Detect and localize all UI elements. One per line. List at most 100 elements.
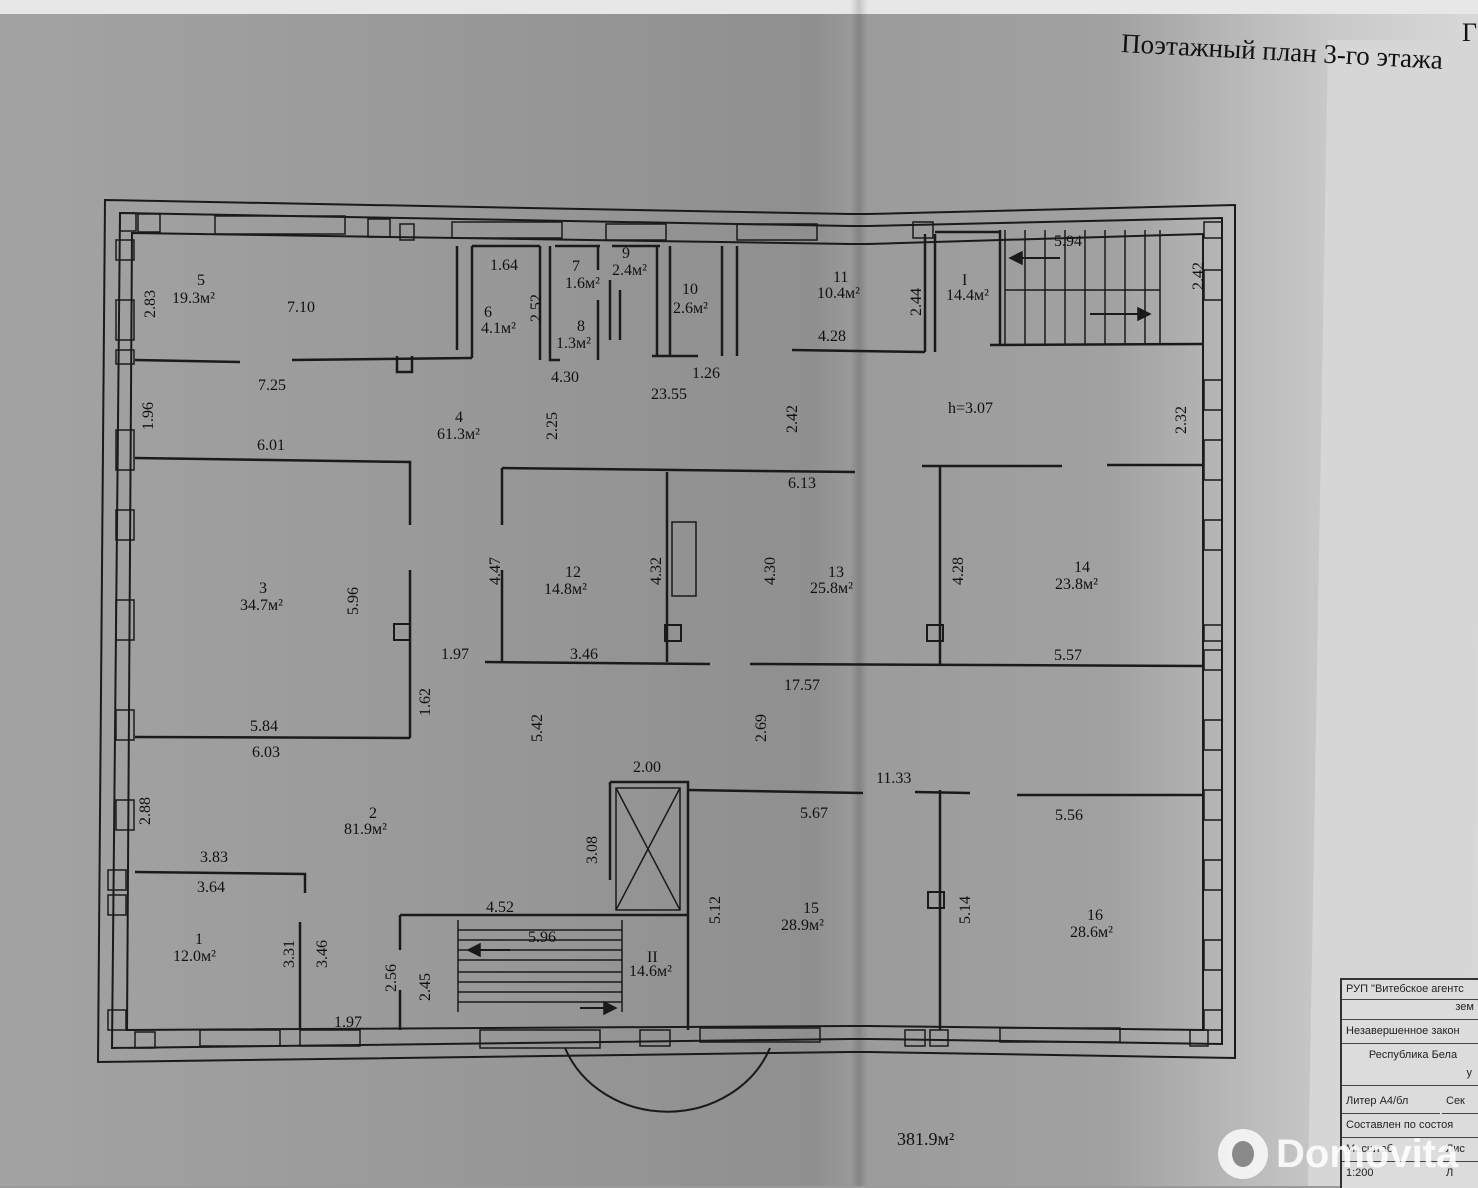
room-num: 3 (259, 580, 267, 597)
watermark: Domovita (1218, 1126, 1458, 1182)
dimension: 5.96 (345, 587, 362, 615)
dimension: 3.83 (200, 849, 228, 866)
dimension: 2.32 (1173, 406, 1190, 434)
stairs-lower (457, 920, 623, 1016)
dimension-labels-vertical: 2.83 2.52 2.44 2.42 1.96 2.25 2.42 2.32 … (137, 262, 1207, 1001)
dimension: 1.96 (140, 402, 157, 430)
dimension: 7.25 (258, 377, 286, 394)
stamp-org2: зем (1342, 998, 1478, 1020)
room-area: 25.8м² (810, 580, 853, 597)
room-area: 1.3м² (556, 335, 591, 352)
dimension: 4.28 (950, 557, 967, 585)
dimension: 1.26 (692, 365, 720, 382)
room-area: 19.3м² (172, 290, 215, 307)
room-area: 14.4м² (946, 287, 989, 304)
stamp-org: РУП "Витебское агентс (1342, 980, 1478, 1000)
dimension: 4.52 (486, 899, 514, 916)
room-area: 61.3м² (437, 426, 480, 443)
interior-walls (134, 230, 1204, 1030)
room-area: 1.6м² (565, 275, 600, 292)
dimension: 1.97 (441, 646, 469, 663)
room-area: 14.8м² (544, 581, 587, 598)
room-num: 1 (195, 931, 203, 948)
stamp-line1: Незавершенное закон (1342, 1022, 1478, 1044)
room-num: 16 (1087, 907, 1103, 924)
stamp-scale-value: 1:200 (1346, 1167, 1374, 1179)
room-area: 34.7м² (240, 597, 283, 614)
dimension: 3.46 (570, 646, 598, 663)
dimension: 3.46 (314, 940, 331, 968)
elevator-shaft (615, 521, 697, 911)
room-labels: 5 19.3м² 6 4.1м² 7 1.6м² 8 1.3м² 9 2.4м²… (172, 245, 1113, 980)
room-num: II (647, 949, 658, 966)
room-area: 2.4м² (612, 262, 647, 279)
room-num: 8 (577, 318, 585, 335)
room-area: 2.6м² (673, 300, 708, 317)
room-num: I (962, 272, 967, 289)
dimension: 2.56 (383, 964, 400, 992)
top-strip (0, 0, 1478, 14)
dimension: 1.64 (490, 257, 518, 274)
room-num: 15 (803, 900, 819, 917)
columns (393, 623, 945, 909)
stamp-sheet: Лис (1442, 1140, 1478, 1162)
dimension: 5.56 (1055, 807, 1083, 824)
dimension: 5.94 (1054, 233, 1082, 250)
title-block: РУП "Витебское агентс зем Незавершенное … (1340, 978, 1478, 1188)
dimension: 2.69 (753, 714, 770, 742)
dimension: 23.55 (651, 386, 687, 403)
domovita-logo-icon (1218, 1129, 1268, 1179)
stamp-line3: у (1342, 1064, 1478, 1086)
room-num: 6 (484, 304, 492, 321)
room-num: 13 (828, 564, 844, 581)
room-num: 4 (455, 409, 463, 426)
dimension: 1.97 (334, 1014, 362, 1031)
dimension: 5.12 (707, 896, 724, 924)
watermark-text: Domovita (1276, 1131, 1459, 1176)
dimension: 17.57 (784, 677, 820, 694)
dimension: 5.14 (957, 896, 974, 924)
room-num: 12 (565, 564, 581, 581)
room-area: 12.0м² (173, 948, 216, 965)
dimension: 4.30 (762, 557, 779, 585)
room-area: 23.8м² (1055, 576, 1098, 593)
dimension: 5.67 (800, 805, 828, 822)
dimension: 3.31 (281, 940, 298, 968)
room-area: 4.1м² (481, 320, 516, 337)
dimension: 4.47 (487, 557, 504, 585)
dimension: 6.03 (252, 744, 280, 761)
window-blocks (107, 212, 1223, 1049)
dimension: 1.62 (417, 688, 434, 716)
dimension-labels: 7.10 1.64 1.26 4.30 23.55 4.28 5.94 7.25… (197, 233, 1083, 1031)
room-area: 14.6м² (629, 963, 672, 980)
total-area: 381.9м² (897, 1129, 955, 1149)
page-letter: Г (1462, 18, 1478, 47)
dimension: 11.33 (876, 770, 911, 787)
room-num: 9 (622, 245, 630, 262)
dimension: 2.42 (1190, 262, 1207, 290)
dimension: 6.01 (257, 437, 285, 454)
dimension: 2.25 (544, 412, 561, 440)
dimension: 2.52 (528, 294, 545, 322)
stamp-line2: Республика Бела (1368, 1049, 1458, 1061)
dimension: 2.45 (417, 973, 434, 1001)
room-num: 14 (1074, 559, 1090, 576)
dimension: 3.64 (197, 879, 225, 896)
dimension: 2.42 (784, 405, 801, 433)
ceiling-height: h=3.07 (948, 400, 993, 417)
stamp-compiled: Составлен по состоя (1342, 1116, 1478, 1138)
room-area: 28.9м² (781, 917, 824, 934)
room-area: 10.4м² (817, 285, 860, 302)
stamp-liter2: Сек (1442, 1092, 1478, 1114)
dimension: 6.13 (788, 475, 816, 492)
room-num: 10 (682, 281, 698, 298)
dimension: 4.32 (648, 557, 665, 585)
stamp-liter: Литер А4/бл (1342, 1092, 1440, 1114)
dimension: 2.83 (142, 290, 159, 318)
stamp-sheet2: Л (1446, 1167, 1454, 1179)
dimension: 4.30 (551, 369, 579, 386)
dimension: 5.96 (528, 929, 556, 946)
room-area: 28.6м² (1070, 924, 1113, 941)
dimension: 7.10 (287, 299, 315, 316)
